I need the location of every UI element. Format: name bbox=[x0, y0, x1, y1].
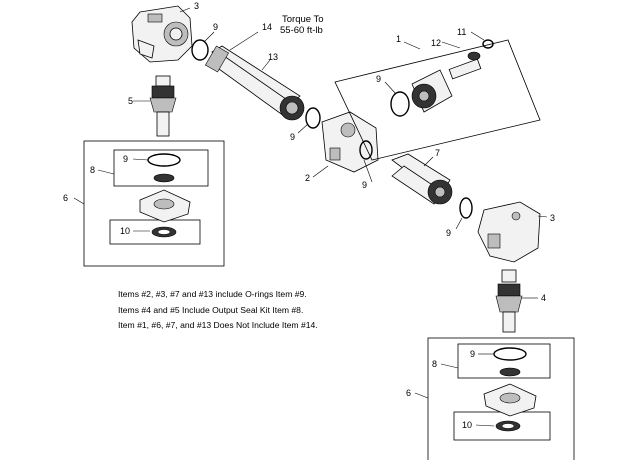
gearbox-housing-right bbox=[477, 201, 541, 263]
callout-3-top: 3 bbox=[194, 1, 199, 11]
leader-lines bbox=[73, 7, 548, 427]
drive-shaft-13 bbox=[191, 39, 321, 129]
callout-4: 4 bbox=[541, 293, 546, 303]
callout-8-right: 8 bbox=[432, 359, 437, 369]
callout-10-left: 10 bbox=[120, 226, 130, 236]
torque-note-line2: 55-60 ft-lb bbox=[280, 25, 323, 36]
gear-kit-1 bbox=[334, 39, 541, 161]
callout-10-right: 10 bbox=[462, 420, 472, 430]
callout-9-kit: 9 bbox=[376, 74, 381, 84]
callout-9-center: 9 bbox=[362, 180, 367, 190]
torque-note-line1: Torque To bbox=[282, 14, 324, 25]
note-line-1: Items #2, #3, #7 and #13 include O-rings… bbox=[118, 289, 307, 299]
callout-6-left: 6 bbox=[63, 193, 68, 203]
callout-14: 14 bbox=[262, 22, 272, 32]
callout-9-right-box: 9 bbox=[470, 349, 475, 359]
shaft-4 bbox=[495, 269, 523, 333]
callout-9-shaft: 9 bbox=[290, 132, 295, 142]
callout-2: 2 bbox=[305, 173, 310, 183]
shaft-5 bbox=[149, 75, 177, 137]
center-housing-2 bbox=[321, 111, 379, 173]
callout-8-left: 8 bbox=[90, 165, 95, 175]
callout-labels: 3 9 14 Torque To 55-60 ft-lb 13 5 9 2 9 … bbox=[63, 1, 555, 430]
callout-6-right: 6 bbox=[406, 388, 411, 398]
callout-9-right: 9 bbox=[446, 228, 451, 238]
note-line-3: Item #1, #6, #7, and #13 Does Not Includ… bbox=[118, 320, 318, 330]
callout-11: 11 bbox=[457, 27, 466, 37]
callout-7: 7 bbox=[435, 148, 440, 158]
callout-1: 1 bbox=[396, 34, 401, 44]
callout-9-left-box: 9 bbox=[123, 154, 128, 164]
gearbox-housing-top-left bbox=[131, 5, 193, 63]
callout-12: 12 bbox=[431, 38, 441, 48]
callout-3-right: 3 bbox=[550, 213, 555, 223]
callout-13: 13 bbox=[268, 52, 278, 62]
output-seal-group-6-left bbox=[83, 140, 225, 267]
callout-9-top: 9 bbox=[213, 22, 218, 32]
output-seal-group-6-right bbox=[427, 337, 575, 460]
callout-5: 5 bbox=[128, 96, 133, 106]
shaft-assembly-7 bbox=[391, 153, 473, 219]
note-line-2: Items #4 and #5 Include Output Seal Kit … bbox=[118, 305, 304, 315]
